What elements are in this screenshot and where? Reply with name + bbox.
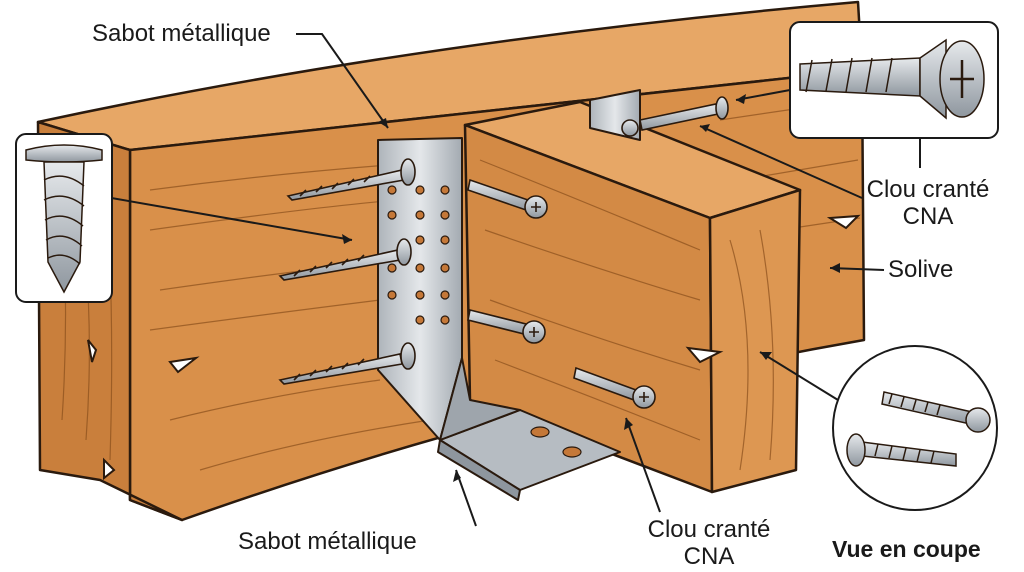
joist-grain xyxy=(479,159,774,471)
screw-3 xyxy=(573,366,656,409)
nail-2 xyxy=(278,238,412,281)
label-vue-en-coupe: Vue en coupe xyxy=(832,536,981,562)
label-clou-right-line2: CNA xyxy=(902,203,954,230)
nails xyxy=(278,158,416,385)
nail-3 xyxy=(278,342,416,385)
label-clou-right: Clou cranté CNA xyxy=(858,176,998,230)
notches xyxy=(87,214,861,481)
screws xyxy=(467,96,729,409)
label-solive: Solive xyxy=(888,256,954,283)
label-clou-bottom: Clou cranté CNA xyxy=(634,516,784,570)
label-clou-bottom-line1: Clou cranté xyxy=(647,516,771,543)
label-sabot-top: Sabot métallique xyxy=(92,20,271,47)
leader-lines xyxy=(99,33,921,527)
hanger-holes xyxy=(387,185,582,458)
screw-2 xyxy=(467,309,546,344)
label-clou-right-line1: Clou cranté xyxy=(866,176,990,203)
joist-notch xyxy=(685,346,724,364)
screw-1 xyxy=(467,178,548,219)
nail-1 xyxy=(286,158,416,201)
screw-4 xyxy=(621,96,729,137)
leader-arrowheads xyxy=(342,94,840,482)
ring-shank-nail-icon xyxy=(15,133,113,303)
screw-icon xyxy=(789,21,999,139)
section-view-inset xyxy=(832,345,998,511)
label-sabot-bottom: Sabot métallique xyxy=(238,528,417,555)
label-clou-bottom-line2: CNA xyxy=(683,543,735,570)
